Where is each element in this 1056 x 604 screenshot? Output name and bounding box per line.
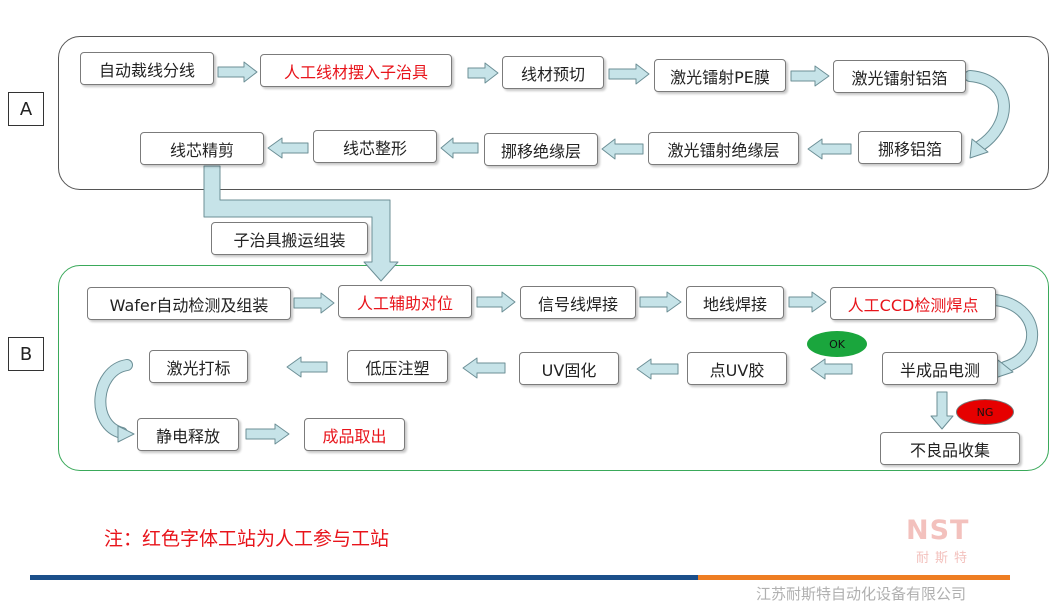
arrow-b5 [810, 358, 853, 380]
node-esd-release: 静电释放 [137, 418, 239, 451]
footer-bar-blue [30, 575, 698, 580]
arrow-b4 [788, 291, 827, 313]
logo-sub-text: 耐斯特 [916, 551, 974, 566]
ok-badge: OK [807, 331, 867, 357]
node-defect-collect: 不良品收集 [880, 432, 1020, 465]
arrow-transfer [203, 165, 399, 282]
section-label-b: B [8, 337, 44, 371]
node-wire-precut: 线材预切 [502, 56, 604, 89]
node-semi-product-test: 半成品电测 [882, 352, 998, 385]
arrow-b9 [245, 423, 290, 445]
arrow-b7 [462, 357, 506, 379]
legend-note: 注：红色字体工站为人工参与工站 [104, 528, 390, 550]
arrow-a1 [217, 61, 258, 83]
section-label-a: A [8, 92, 44, 126]
node-jig-transfer-assembly: 子治具搬运组装 [211, 222, 368, 255]
arrow-ng [930, 391, 954, 430]
node-laser-marking: 激光打标 [149, 350, 248, 383]
node-ground-wire-weld: 地线焊接 [686, 286, 784, 319]
node-low-pressure-molding: 低压注塑 [347, 350, 448, 383]
ng-badge: NG [956, 399, 1014, 425]
arrow-b8 [286, 356, 328, 378]
arrow-a3 [608, 63, 650, 85]
node-core-trim: 线芯精剪 [140, 132, 264, 165]
arrow-a5 [807, 138, 852, 160]
node-move-foil: 挪移铝箔 [858, 131, 962, 164]
arrow-a7 [440, 137, 479, 159]
node-move-insulation: 挪移绝缘层 [484, 133, 598, 166]
flow-arrows [94, 61, 1038, 445]
node-wafer-inspect-assemble: Wafer自动检测及组装 [87, 287, 291, 320]
arrow-b6 [636, 358, 679, 380]
node-dispense-uv: 点UV胶 [687, 352, 787, 385]
arrow-b3 [639, 291, 682, 313]
arrow-a2 [467, 62, 499, 84]
node-uv-cure: UV固化 [519, 352, 619, 385]
arrow-b2 [476, 291, 516, 313]
arrow-a8 [267, 137, 309, 159]
node-signal-wire-weld: 信号线焊接 [520, 286, 636, 319]
node-laser-pe-film: 激光镭射PE膜 [654, 59, 786, 92]
logo-main-text: NST [906, 515, 970, 546]
node-laser-foil: 激光镭射铝箔 [833, 60, 966, 93]
node-laser-insulation: 激光镭射绝缘层 [648, 132, 799, 165]
node-core-shaping: 线芯整形 [313, 130, 437, 163]
node-auto-wire-split: 自动裁线分线 [80, 52, 214, 85]
arrow-a6 [601, 138, 644, 160]
arrow-b1 [293, 292, 335, 314]
footer-bar-orange [698, 575, 1010, 580]
node-manual-alignment: 人工辅助对位 [338, 285, 472, 318]
arrow-a4 [790, 65, 830, 87]
footer-company-name: 江苏耐斯特自动化设备有限公司 [756, 585, 967, 603]
node-product-unload: 成品取出 [304, 418, 405, 451]
node-manual-wire-to-jig: 人工线材摆入子治具 [260, 54, 452, 87]
company-logo: NST 耐斯特 [906, 515, 996, 566]
node-manual-ccd-inspect: 人工CCD检测焊点 [830, 287, 996, 320]
